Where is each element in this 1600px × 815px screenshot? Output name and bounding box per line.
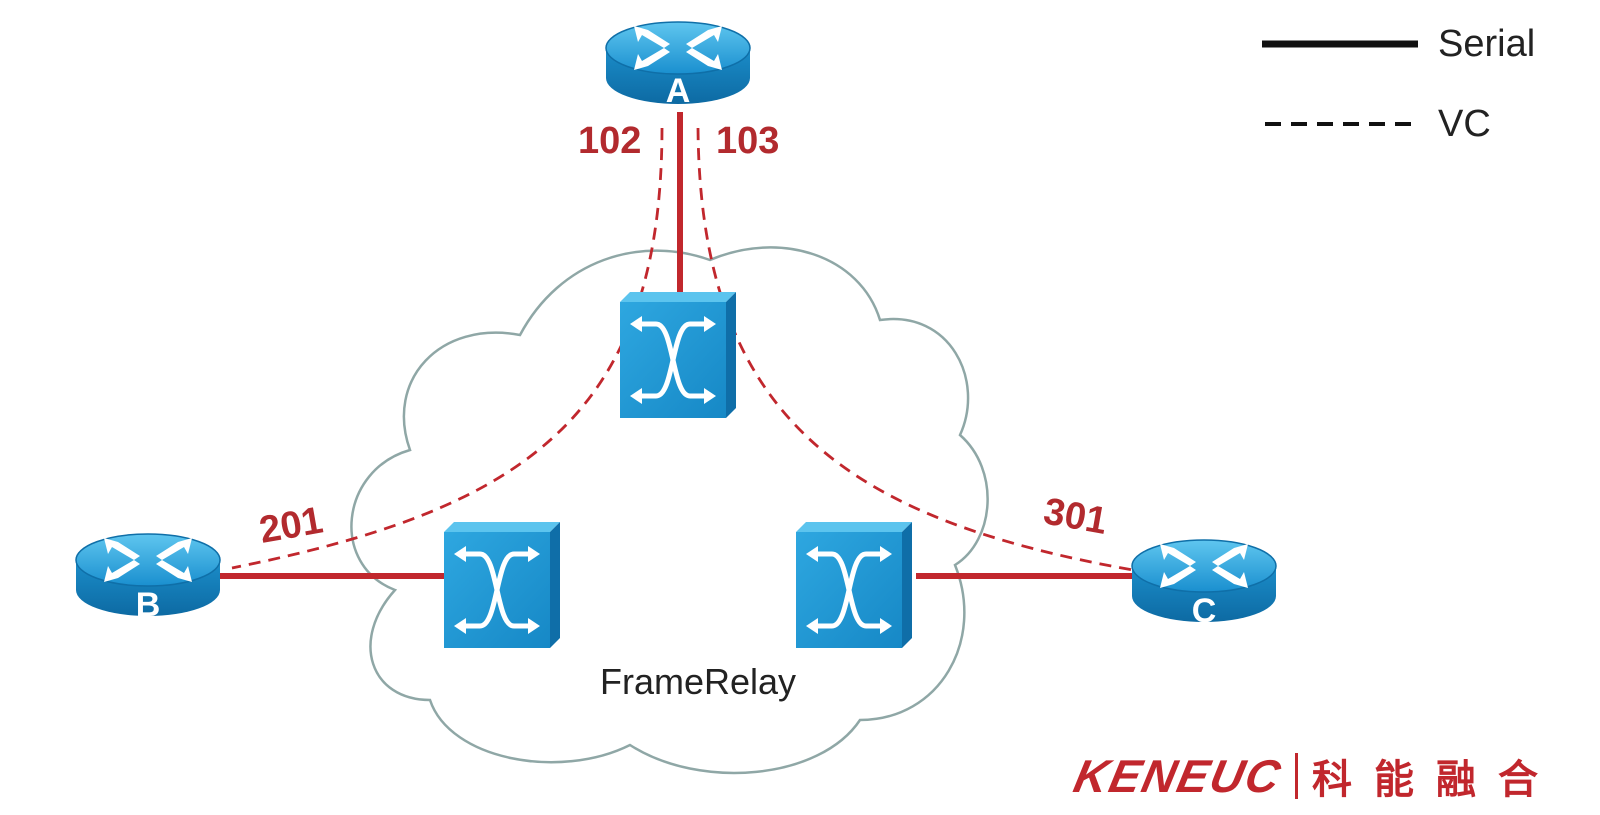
router-a: A [605, 21, 751, 110]
cloud-label: FrameRelay [600, 661, 796, 702]
virtual-circuits [231, 127, 1134, 572]
router-c: C [1131, 539, 1277, 630]
switch-right [796, 522, 912, 648]
brand-separator [1295, 753, 1298, 799]
switch-top [620, 292, 736, 418]
serial-links [218, 112, 1133, 579]
dlci-label-201: 201 [256, 499, 326, 551]
dlci-label-301: 301 [1040, 491, 1110, 543]
brand-name-cn: 科能融合 [1312, 757, 1560, 803]
brand-name-en: KENEUC [1069, 750, 1287, 802]
router-a-label: A [666, 72, 691, 110]
legend-vc-label: VC [1438, 103, 1491, 145]
router-b: B [75, 533, 221, 624]
brand-logo: KENEUC 科能融合 [1069, 747, 1560, 805]
legend-serial-label: Serial [1438, 23, 1535, 65]
dlci-label-102: 102 [578, 120, 641, 162]
vc-a-b [231, 127, 664, 570]
legend: Serial VC [1262, 23, 1535, 145]
router-c-label: C [1192, 592, 1217, 630]
switch-left [444, 522, 560, 648]
router-b-label: B [136, 586, 161, 624]
dlci-label-103: 103 [716, 120, 779, 162]
vc-a-c [696, 127, 1134, 572]
